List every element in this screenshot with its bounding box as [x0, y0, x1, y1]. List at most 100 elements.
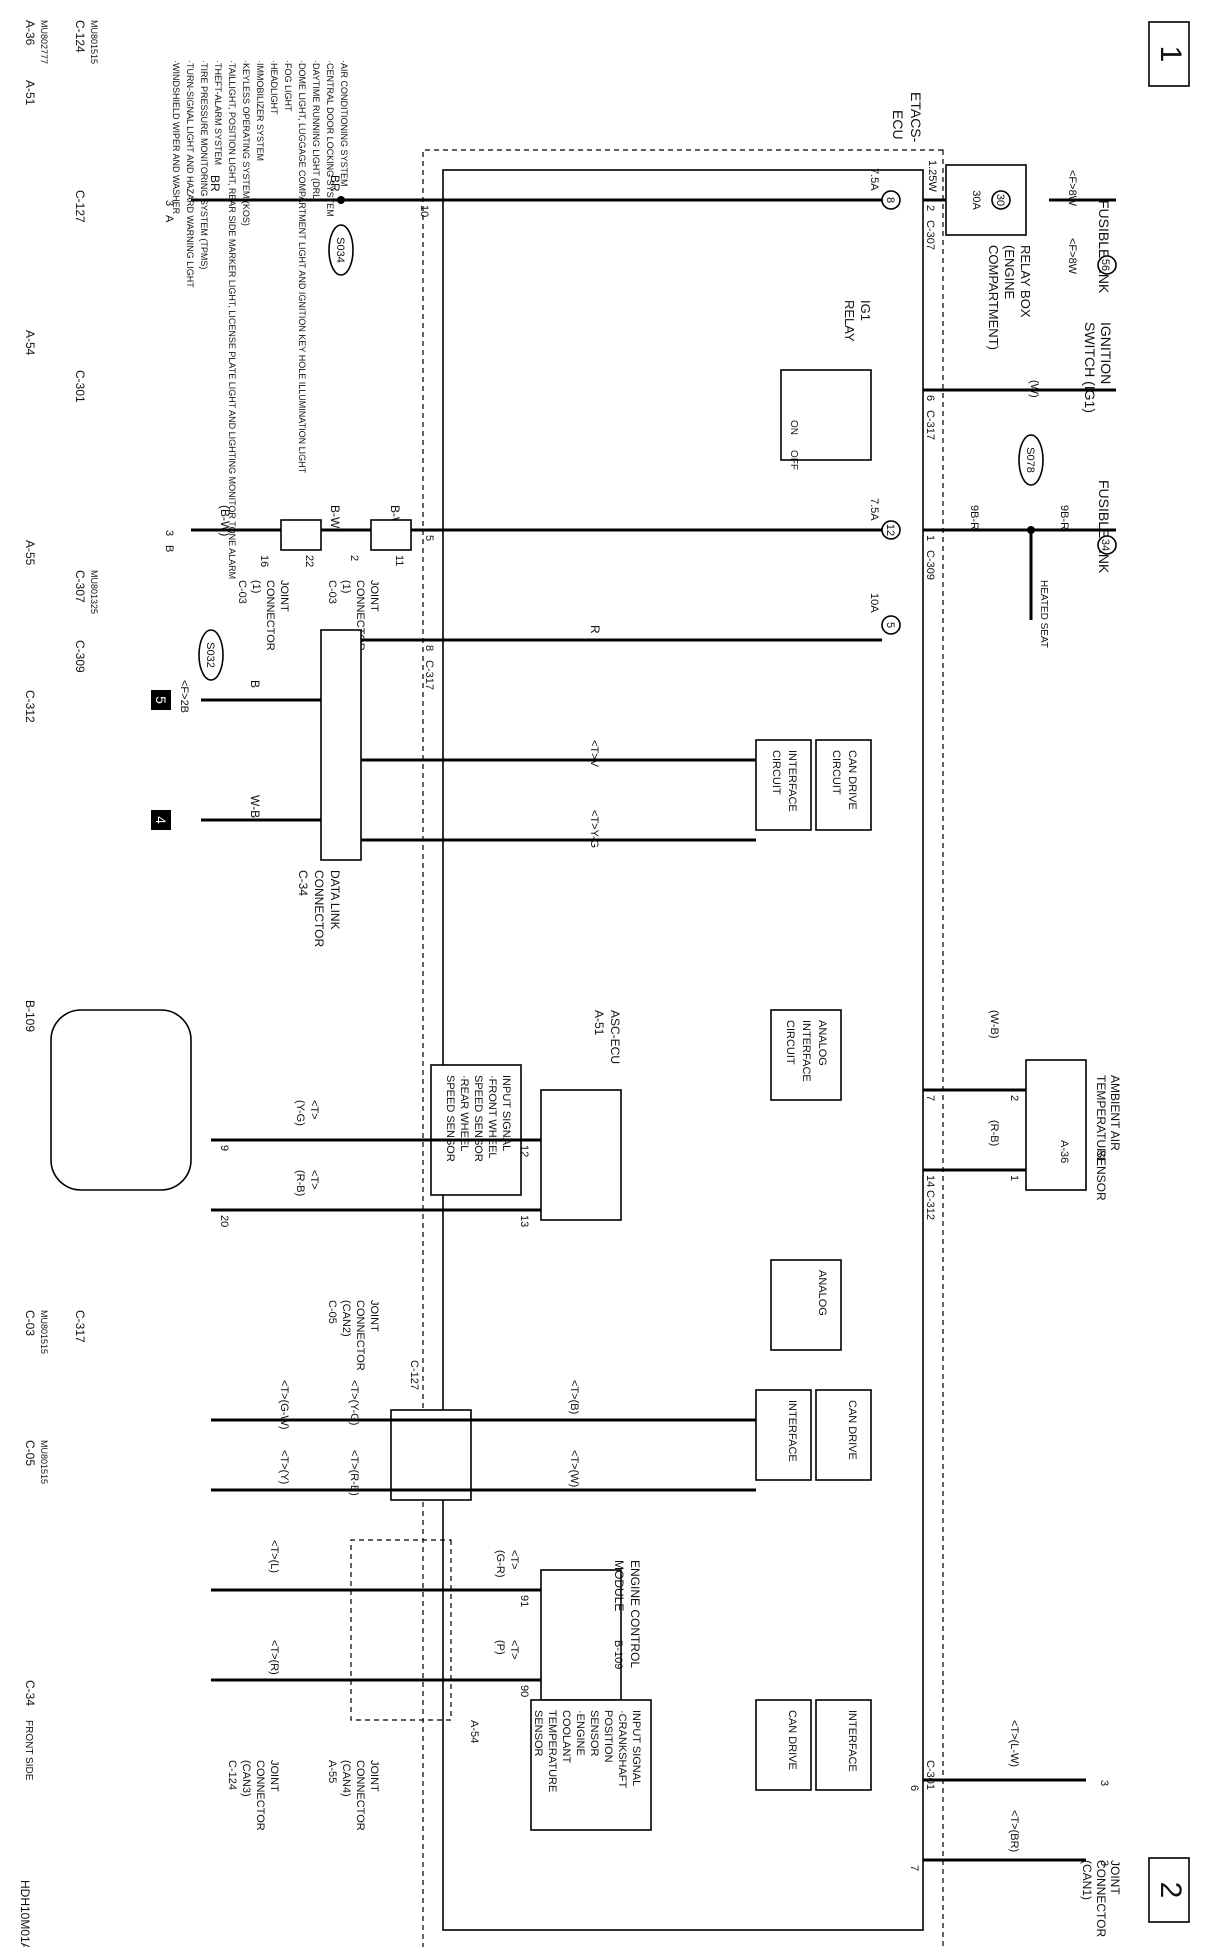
wire-ty-label: <T>(Y): [278, 1450, 290, 1484]
wire-ecm-p-label: (P): [494, 1640, 506, 1655]
c03-label-b: C-03: [236, 580, 248, 604]
data-link-connector: [320, 629, 362, 861]
system-list-item: ·DAYTIME RUNNING LIGHT (DRL): [311, 60, 321, 202]
ground-4-marker: [151, 810, 171, 830]
splice-s034-label: S034: [334, 237, 346, 263]
c05-label: C-05: [326, 1300, 338, 1324]
c309-label: C-309: [924, 550, 936, 580]
interface-circuit-label: CIRCUIT: [770, 750, 782, 795]
ambient-air-temperature-sensor: [1025, 1059, 1087, 1191]
fuse-30a-rating: 30A: [970, 190, 982, 210]
connector-c03-part: MU801515: [39, 1310, 49, 1354]
wire-trb2-label: <T>(R-B): [348, 1450, 360, 1496]
analog-interface-circuit-1: [770, 1009, 842, 1101]
joint-connector-1b-label-2: CONNECTOR: [264, 580, 276, 651]
fuse-30-number: 30: [994, 194, 1006, 206]
fuse-8-number: 8: [884, 197, 896, 203]
fuse-12-rating: 7.5A: [868, 498, 880, 521]
analog-1-label-2: INTERFACE: [800, 1020, 812, 1082]
connector-c34-part: FRONT SIDE: [23, 1720, 34, 1781]
c127-label: C-127: [408, 1360, 420, 1390]
wire-asc-yg-t: <T>: [308, 1100, 320, 1120]
connector-c124-part: MU801515: [89, 20, 99, 64]
wire-125w-label: 1.25W: [926, 160, 938, 192]
connector-c301-code: C-301: [73, 370, 87, 403]
fusible-link-34-label: FUSIBLE LINK: [1096, 480, 1112, 574]
connector-c307-part: MU801325: [89, 570, 99, 614]
system-list-item: ·DOME LIGHT, LUGGAGE COMPARTMENT LIGHT A…: [297, 60, 307, 474]
wire-f2b-label: <F>2B: [178, 680, 190, 713]
arrow-3c: 3: [1098, 1780, 1110, 1786]
arrow-A: A: [163, 215, 175, 223]
etacs-label: ETACS-: [908, 92, 924, 143]
connector-b109-code: B-109: [23, 1000, 37, 1032]
joint-connector-1-b: [280, 519, 322, 551]
wire-ecm-gr-label: (G-R): [494, 1550, 506, 1578]
interface-circuit-1: [755, 739, 812, 831]
ignition-switch-label-2: SWITCH (IG1): [1082, 322, 1098, 413]
wire-tv-label: <T>V: [588, 740, 600, 768]
splice-s032: [198, 629, 224, 681]
etacs-label-2: ECU: [890, 110, 906, 140]
fuse-12-number: 12: [884, 524, 896, 536]
can-drive-circuit-2: [815, 1389, 872, 1481]
input-signal-2-line6: COOLANT: [560, 1710, 572, 1763]
ignition-switch-label: IGNITION: [1098, 322, 1114, 384]
relay-on-label: ON: [788, 420, 799, 435]
analog-1-label: ANALOG: [816, 1020, 828, 1066]
connector-c05-code: C-05: [23, 1440, 37, 1466]
c317-label-a: C-317: [924, 410, 936, 440]
wire-asc-rb-t: <T>: [308, 1170, 320, 1190]
c301-label: C-301: [924, 1760, 936, 1790]
wire-br-label-2: BR: [208, 175, 222, 192]
pin-14c: 14: [924, 1175, 936, 1187]
wire-wb-label: W-B: [248, 795, 262, 818]
pin-p90: 90: [518, 1685, 530, 1697]
input-signal-1-line2: ·FRONT WHEEL: [486, 1075, 498, 1159]
can-drive-2-label: CAN DRIVE: [846, 1400, 858, 1460]
system-list-item: ·KEYLESS OPERATING SYSTEM (KOS): [241, 60, 251, 226]
connector-a54-code: A-54: [23, 330, 37, 356]
connector-c312-code: C-312: [23, 690, 37, 723]
connector-c309-code: C-309: [73, 640, 87, 673]
relay-box: [945, 164, 1027, 236]
pin-2: 2: [348, 555, 360, 561]
page-marker-2: [1148, 1857, 1190, 1923]
joint-connector-1b-label-3: (1): [250, 580, 262, 593]
jc-can1-label-3: (CAN1): [1080, 1860, 1094, 1900]
input-signal-2-line3: POSITION: [602, 1710, 614, 1763]
jc-can4-label-3: (CAN4): [340, 1760, 352, 1797]
input-signal-2-line8: SENSOR: [532, 1710, 544, 1757]
connector-a36-code: A-36: [23, 20, 37, 46]
wire-tr-label: <T>(R): [268, 1640, 280, 1675]
joint-connector-1-a: [370, 519, 412, 551]
input-signal-1-line4: ·REAR WHEEL: [458, 1075, 470, 1151]
fuse-5-circle: [881, 615, 901, 635]
wire-bw-label-2: B-W: [328, 505, 342, 529]
fusible-link-56-circle: [1097, 255, 1117, 275]
wire-r-label: R: [588, 625, 602, 634]
a51-label: A-51: [592, 1010, 606, 1036]
ground-4-number: 4: [153, 816, 169, 824]
relay-box-label: RELAY BOX: [1018, 245, 1033, 318]
ig1-relay-box: [780, 369, 872, 461]
system-list-item: ·TIRE PRESSURE MONITORING SYSTEM (TPMS): [199, 60, 209, 269]
ig1-relay-label: IG1: [858, 300, 873, 321]
b109-label: B-109: [612, 1640, 624, 1669]
ecm-label-2: MODULE: [612, 1560, 626, 1611]
fuse-5-number: 5: [884, 622, 896, 628]
drawing-code: HDH10M01AC: [18, 1880, 32, 1947]
page-marker-1: [1148, 21, 1190, 87]
connector-b109-body: [50, 1009, 192, 1191]
heated-seat-label: HEATED SEAT: [1038, 580, 1049, 648]
pin-p91: 91: [518, 1595, 530, 1607]
wire-9br-label-a: 9B-R: [1058, 505, 1070, 530]
input-signal-box-2: [530, 1699, 652, 1831]
joint-connector-can2: [390, 1409, 472, 1501]
input-signal-1-line3: SPEED SENSOR: [472, 1075, 484, 1162]
pin-5: 5: [423, 535, 435, 541]
input-signal-1-title: INPUT SIGNAL: [500, 1075, 512, 1151]
ambient-sensor-label-3: SENSOR: [1094, 1150, 1108, 1201]
arrow-3d: 3: [1098, 1860, 1110, 1866]
